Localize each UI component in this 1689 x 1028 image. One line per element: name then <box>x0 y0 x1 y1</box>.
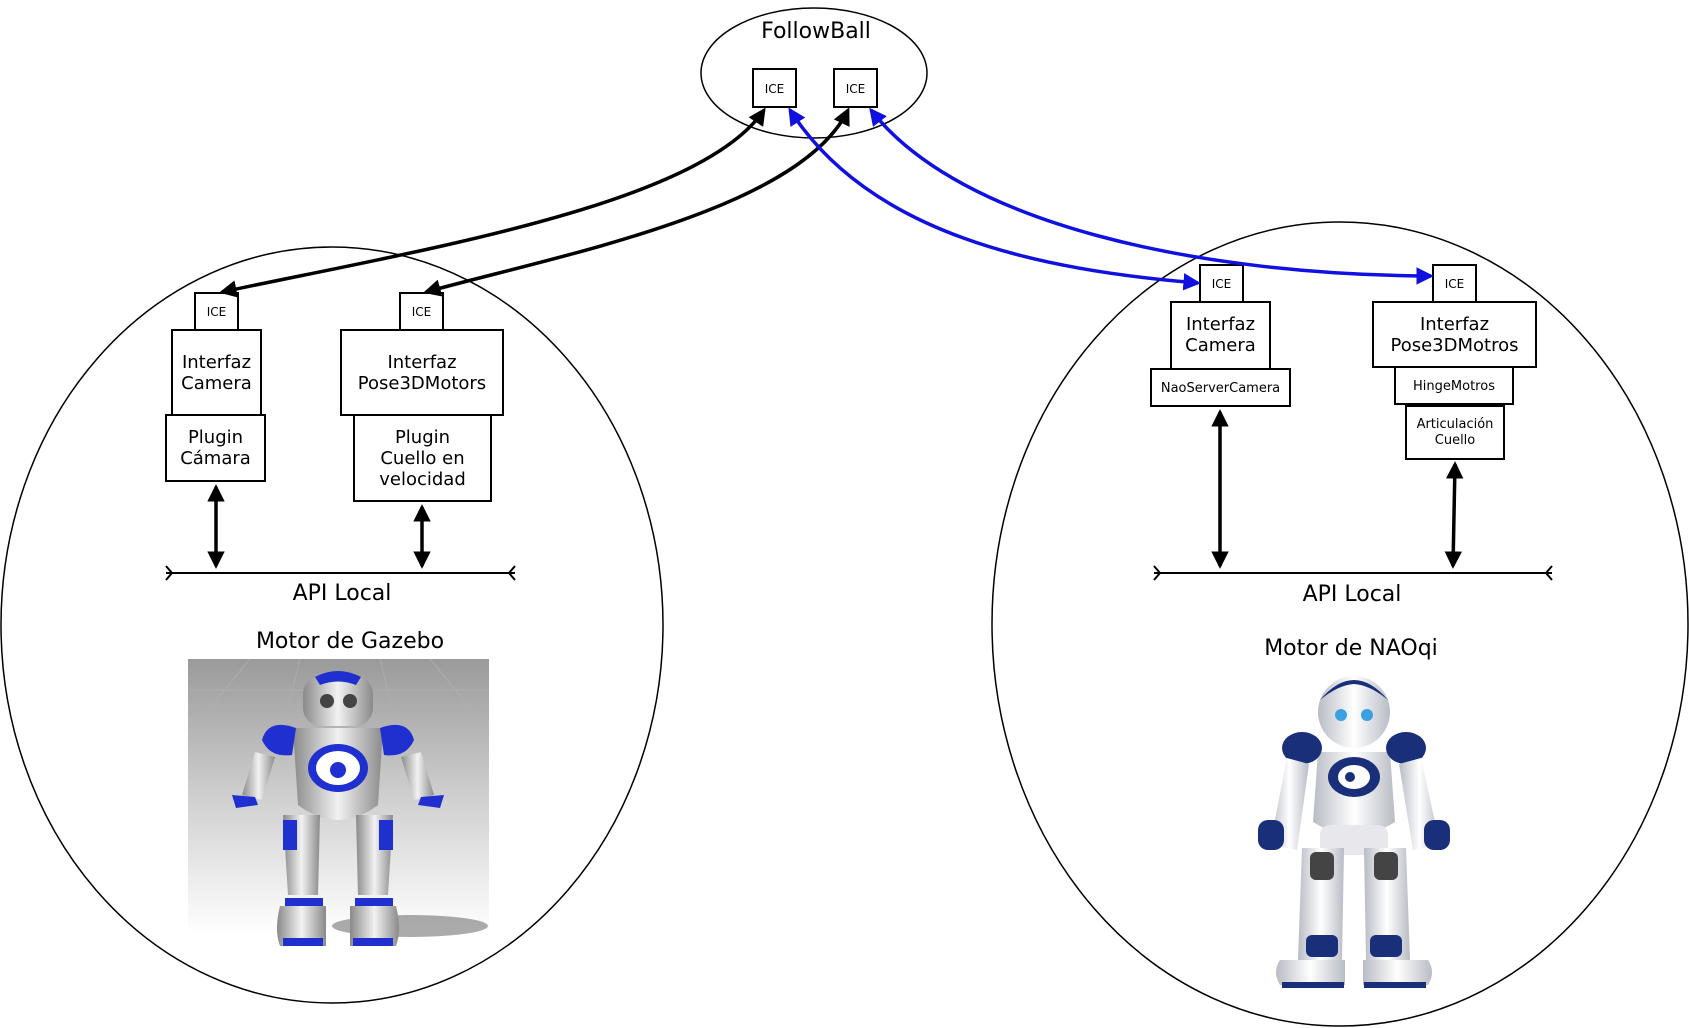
naoqi-camera-interface-line1: Interfaz <box>1186 314 1255 335</box>
naoqi-camera-interface-line2: Camera <box>1185 335 1256 356</box>
ice-links <box>219 107 1434 298</box>
gazebo-camera-plugin-line1: Plugin <box>188 427 243 448</box>
naoqi-motors-interface-line2: Pose3DMotros <box>1391 335 1519 356</box>
naoqi-motors-ice <box>1432 264 1477 303</box>
gazebo-motors-ice <box>399 292 444 331</box>
gazebo-camera-followball-link <box>219 107 766 298</box>
naoqi-node: ICE Interfaz Camera NaoServerCamera ICE … <box>991 221 1689 1027</box>
gazebo-camera-ice <box>194 292 239 331</box>
gazebo-motors-followball-link <box>423 107 850 297</box>
gazebo-motors-plugin <box>353 414 492 502</box>
gazebo-camera-interface <box>171 329 262 416</box>
gazebo-camera-plugin-line2: Cámara <box>180 448 251 469</box>
gazebo-engine-label: Motor de Gazebo <box>256 629 444 654</box>
gazebo-robot-render <box>188 658 489 946</box>
naoqi-neck-joint-line2: Cuello <box>1435 433 1476 448</box>
gazebo-motors-plugin-line3: velocidad <box>379 469 466 490</box>
naoqi-neck-joint <box>1405 405 1505 460</box>
gazebo-api-bus-left-end <box>165 565 174 581</box>
gazebo-camera-interface-line1: Interfaz <box>182 352 251 373</box>
naoqi-neck-joint-line1: Articulación <box>1417 417 1494 432</box>
naoqi-camera-interface <box>1170 301 1271 370</box>
naoqi-motors-stack: ICE Interfaz Pose3DMotros HingeMotros Ar… <box>1372 264 1537 460</box>
naoqi-robot-photo <box>1258 676 1450 988</box>
gazebo-motors-ice-label: ICE <box>412 305 432 319</box>
naoqi-api-label: API Local <box>1303 582 1402 607</box>
followball-title: FollowBall <box>761 19 871 44</box>
followball-ice-right-label: ICE <box>846 82 866 96</box>
gazebo-api-bus-right-end <box>507 565 516 581</box>
naoqi-motors-interface <box>1372 301 1537 368</box>
gazebo-motors-plugin-line2: Cuello en <box>380 448 464 469</box>
followball-ice-right: ICE <box>833 68 878 108</box>
gazebo-node: ICE Interfaz Camera Plugin Cámara ICE In… <box>0 246 664 1004</box>
gazebo-camera-ice-label: ICE <box>207 305 227 319</box>
naoqi-motors-ice-label: ICE <box>1445 277 1465 291</box>
gazebo-motors-stack: ICE Interfaz Pose3DMotors Plugin Cuello … <box>340 292 504 502</box>
naoqi-api-bus-left-end <box>1153 565 1162 581</box>
naoqi-hinge-motors <box>1394 366 1514 405</box>
gazebo-motors-interface-line2: Pose3DMotors <box>358 373 486 394</box>
naoqi-hinge-motors-label: HingeMotros <box>1413 379 1495 394</box>
followball-node: FollowBall ICE ICE <box>700 7 928 139</box>
naoqi-engine-label: Motor de NAOqi <box>1264 636 1438 661</box>
naoqi-camera-stack: ICE Interfaz Camera NaoServerCamera <box>1150 264 1291 407</box>
naoqi-camera-ice-label: ICE <box>1212 277 1232 291</box>
followball-naoqi-motors-link <box>869 107 1434 285</box>
naoqi-motors-interface-line1: Interfaz <box>1420 314 1489 335</box>
gazebo-api-label: API Local <box>293 581 392 606</box>
gazebo-camera-stack: ICE Interfaz Camera Plugin Cámara <box>165 292 266 482</box>
naoqi-camera-server-label: NaoServerCamera <box>1161 381 1280 396</box>
gazebo-camera-interface-line2: Camera <box>181 373 252 394</box>
gazebo-camera-plugin <box>165 414 266 482</box>
followball-ice-left: ICE <box>752 68 797 108</box>
followball-ice-left-label: ICE <box>765 82 785 96</box>
gazebo-motors-interface-line1: Interfaz <box>387 352 456 373</box>
gazebo-motors-plugin-line1: Plugin <box>395 427 450 448</box>
naoqi-camera-server <box>1150 368 1291 407</box>
naoqi-motors-api-arrow <box>1444 461 1464 569</box>
gazebo-motors-interface <box>340 329 504 416</box>
naoqi-api-bus-right-end <box>1544 565 1553 581</box>
followball-naoqi-camera-link <box>788 107 1201 291</box>
